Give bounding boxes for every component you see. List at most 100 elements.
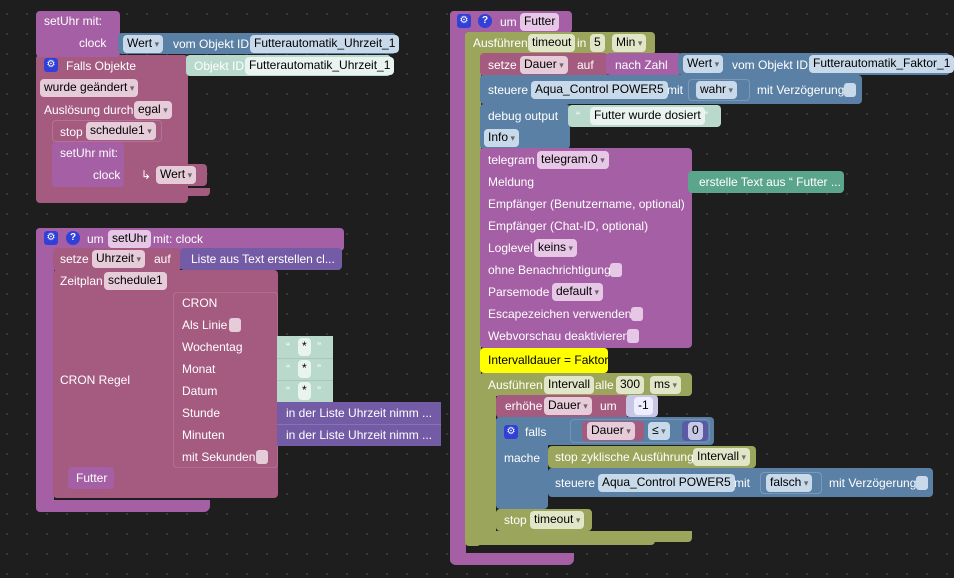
loglevel-label: Loglevel [488, 241, 533, 255]
weekday-label: Wochentag [182, 340, 243, 354]
as-line-checkbox[interactable] [229, 318, 241, 332]
help-icon[interactable]: ? [66, 231, 80, 245]
silent-checkbox[interactable] [610, 263, 622, 277]
set-label: setze [60, 252, 89, 266]
cron-title: CRON [182, 296, 218, 310]
set-var-dropdown[interactable]: Uhrzeit [92, 250, 146, 268]
month-value[interactable]: * [298, 360, 311, 378]
object-id-label: Objekt ID [194, 59, 245, 73]
set-var-dropdown[interactable]: Dauer [520, 56, 568, 74]
timeout-name-field[interactable]: timeout [528, 34, 576, 52]
on-change-bottom [36, 188, 210, 196]
device-field[interactable]: Aqua_Control POWER5 [531, 81, 668, 99]
compare-value-field[interactable]: 0 [688, 422, 703, 440]
device-field[interactable]: Aqua_Control POWER5 [598, 474, 735, 492]
attr-dropdown[interactable]: Wert [683, 55, 724, 73]
create-text-block[interactable] [688, 171, 844, 193]
arrow-icon: ↳ [141, 168, 152, 182]
cron-block[interactable] [173, 292, 278, 468]
attr-dropdown[interactable]: Wert [123, 35, 164, 53]
telegram-block[interactable] [480, 148, 692, 348]
parsemode-dropdown[interactable]: default [552, 283, 604, 301]
setuhr-call-param: clock [79, 36, 107, 50]
object-id-field[interactable]: Futterautomatik_Faktor_1 [809, 55, 954, 73]
date-label: Datum [182, 384, 218, 398]
compare-var-dropdown[interactable]: Dauer [587, 422, 635, 440]
interval-name-field[interactable]: Intervall [544, 376, 595, 394]
with-seconds-checkbox[interactable] [256, 450, 268, 464]
hour-list-label: in der Liste Uhrzeit nimm ... [286, 406, 433, 420]
gear-icon[interactable]: ⚙ [44, 231, 58, 245]
delay-label: mit Verzögerung [829, 476, 917, 490]
gear-icon[interactable]: ⚙ [457, 14, 471, 28]
quote-open-icon: “ [286, 384, 290, 398]
procedure-futter-spine [450, 11, 466, 564]
trigger-by-dropdown[interactable]: egal [134, 101, 172, 119]
procedure-suffix: mit: clock [153, 232, 204, 246]
timeout-spine [465, 32, 481, 546]
set-label: setze [488, 58, 517, 72]
procedure-name-field[interactable]: Futter [520, 13, 560, 31]
object-id-field[interactable]: Futterautomatik_Uhrzeit_1 [250, 35, 400, 53]
minutes-list-block[interactable] [277, 424, 441, 446]
procedure-futter-bottom [450, 553, 574, 565]
procedure-name-field[interactable]: setUhr [108, 230, 152, 248]
schedule-dropdown[interactable]: schedule1 [86, 122, 156, 140]
control-with-label: mit [667, 83, 683, 97]
hour-label: Stunde [182, 406, 221, 420]
help-icon[interactable]: ? [478, 14, 492, 28]
webpreview-checkbox[interactable] [627, 329, 639, 343]
of-object-label: vom Objekt ID [732, 58, 809, 72]
stop-label: stop [60, 125, 83, 139]
event-value-dropdown[interactable]: Wert [156, 166, 197, 184]
loglevel-dropdown[interactable]: keins [534, 239, 578, 257]
quote-close-icon: ” [317, 384, 321, 398]
setuhr-call-block[interactable] [52, 142, 124, 187]
futter-call-block[interactable] [68, 467, 114, 489]
debug-label: debug output [488, 109, 559, 123]
delay-checkbox[interactable] [916, 476, 928, 490]
interval-label: Ausführen [488, 378, 543, 392]
list-from-text-block[interactable] [180, 248, 342, 270]
control-with-label: mit [734, 476, 750, 490]
procedure-prefix: um [500, 15, 517, 29]
increment-var-dropdown[interactable]: Dauer [544, 397, 592, 415]
timeout-unit-dropdown[interactable]: Min [612, 34, 647, 52]
date-value[interactable]: * [298, 382, 311, 400]
procedure-prefix: um [87, 232, 104, 246]
control-label: steuere [488, 83, 529, 97]
procedure-setuhr-bottom [36, 500, 210, 512]
escape-checkbox[interactable] [631, 307, 643, 321]
hour-list-block[interactable] [277, 402, 441, 424]
object-id-value[interactable]: Futterautomatik_Uhrzeit_1 [245, 57, 395, 75]
schedule-name-field[interactable]: schedule1 [104, 272, 167, 290]
debug-text-field[interactable]: Futter wurde dosiert [590, 107, 705, 125]
list-from-text-label: Liste aus Text erstellen cl... [191, 252, 335, 266]
gear-icon[interactable]: ⚙ [44, 58, 58, 72]
delay-label: mit Verzögerung [757, 83, 845, 97]
setuhr-call-block-top[interactable] [36, 11, 120, 57]
debug-level-dropdown[interactable]: Info [484, 129, 520, 147]
stop-interval-dropdown[interactable]: Intervall [693, 448, 751, 466]
gear-icon[interactable]: ⚙ [504, 425, 518, 439]
increment-label: erhöhe [505, 399, 543, 413]
delay-checkbox[interactable] [844, 83, 856, 97]
bool-dropdown[interactable]: falsch [766, 474, 813, 492]
telegram-instance-dropdown[interactable]: telegram.0 [537, 151, 609, 169]
stop-timeout-dropdown[interactable]: timeout [530, 511, 585, 529]
bool-dropdown[interactable]: wahr [696, 81, 738, 99]
setuhr-call-inner-label: setUhr mit: [60, 146, 119, 160]
interval-unit-dropdown[interactable]: ms [650, 376, 682, 394]
setuhr-call-inner-param: clock [93, 168, 121, 182]
if-label: falls [525, 425, 547, 439]
to-number-block[interactable] [606, 53, 682, 75]
increment-value-field[interactable]: -1 [634, 397, 653, 415]
timeout-value-field[interactable]: 5 [590, 34, 605, 52]
trigger-dropdown[interactable]: wurde geändert [40, 79, 139, 97]
comment-block[interactable] [480, 348, 608, 373]
weekday-value[interactable]: * [298, 338, 311, 356]
quote-open-icon: “ [286, 340, 290, 354]
interval-value-field[interactable]: 300 [616, 376, 645, 394]
parsemode-label: Parsemode [488, 285, 550, 299]
compare-op-dropdown[interactable]: ≤ [648, 422, 670, 440]
